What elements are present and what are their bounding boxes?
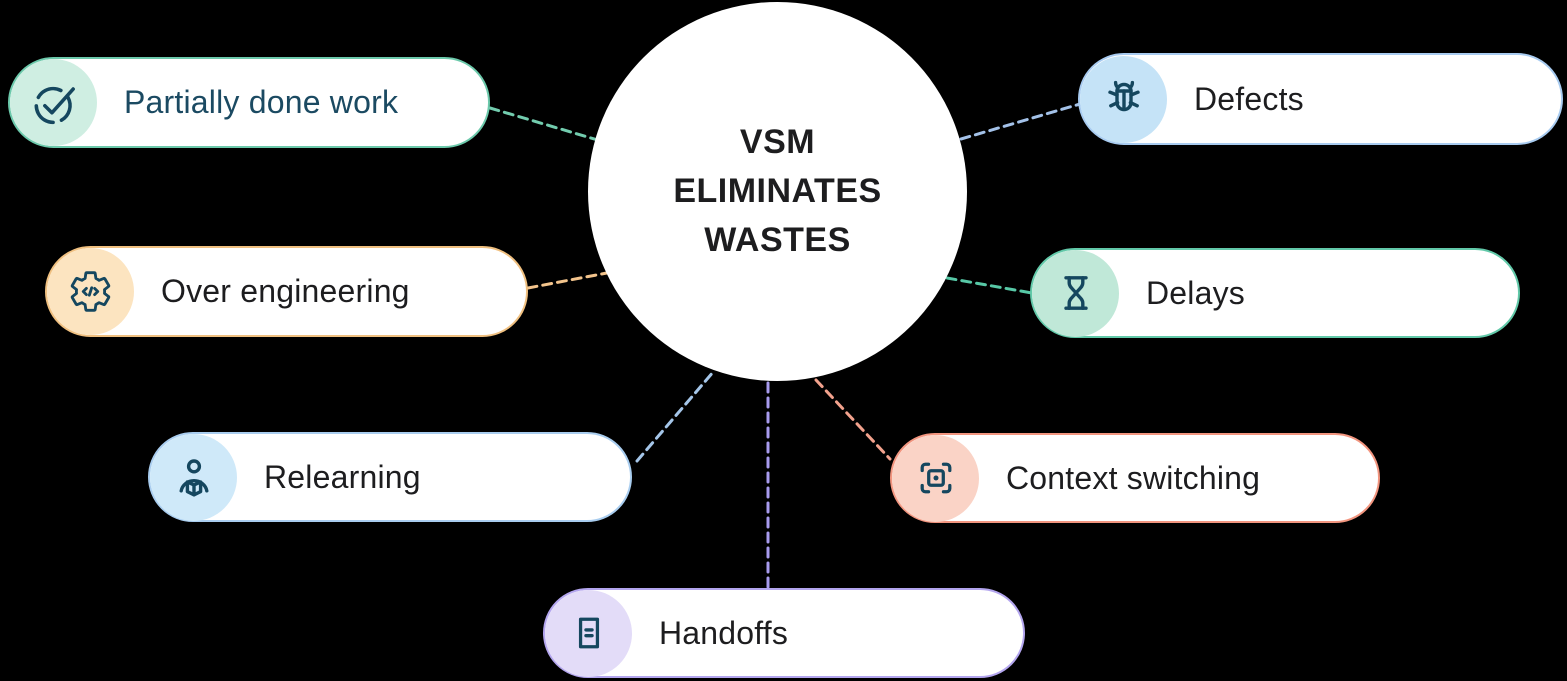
node-label: Delays <box>1146 274 1246 311</box>
node-label: Relearning <box>264 458 421 495</box>
node-label: Partially done work <box>124 84 399 120</box>
center-title-line-1: VSM <box>739 123 816 161</box>
center-title-line-3: WASTES <box>704 221 851 259</box>
gear-code-icon <box>47 248 134 335</box>
bug-icon <box>1080 55 1167 143</box>
node-label: Over engineering <box>161 273 410 309</box>
check-circle-icon <box>10 59 97 146</box>
document-icon <box>545 589 632 677</box>
node-label: Defects <box>1194 80 1304 117</box>
center-title-line-2: ELIMINATES <box>673 172 882 210</box>
person-reading-icon <box>150 433 237 521</box>
connector-over-engineering <box>526 270 614 290</box>
node-handoffs: Handoffs <box>543 588 1025 678</box>
connector-relearning <box>635 369 716 463</box>
node-delays: Delays <box>1030 248 1520 338</box>
node-label: Handoffs <box>659 614 789 651</box>
center-title: VSM ELIMINATES WASTES <box>673 118 881 265</box>
connector-defects <box>959 102 1082 141</box>
node-defects: Defects <box>1078 53 1563 145</box>
node-over-engineering: Over engineering <box>45 246 528 337</box>
center-node: VSM ELIMINATES WASTES <box>588 2 967 381</box>
hourglass-icon <box>1032 249 1119 337</box>
connector-context-switching <box>814 378 892 461</box>
node-context-switching: Context switching <box>890 433 1380 523</box>
node-partially-done-work: Partially done work <box>8 57 490 148</box>
connector-partially-done-work <box>488 106 603 143</box>
focus-frame-icon <box>892 434 979 522</box>
connector-delays <box>945 276 1034 295</box>
node-label: Context switching <box>1006 459 1261 496</box>
node-relearning: Relearning <box>148 432 632 522</box>
